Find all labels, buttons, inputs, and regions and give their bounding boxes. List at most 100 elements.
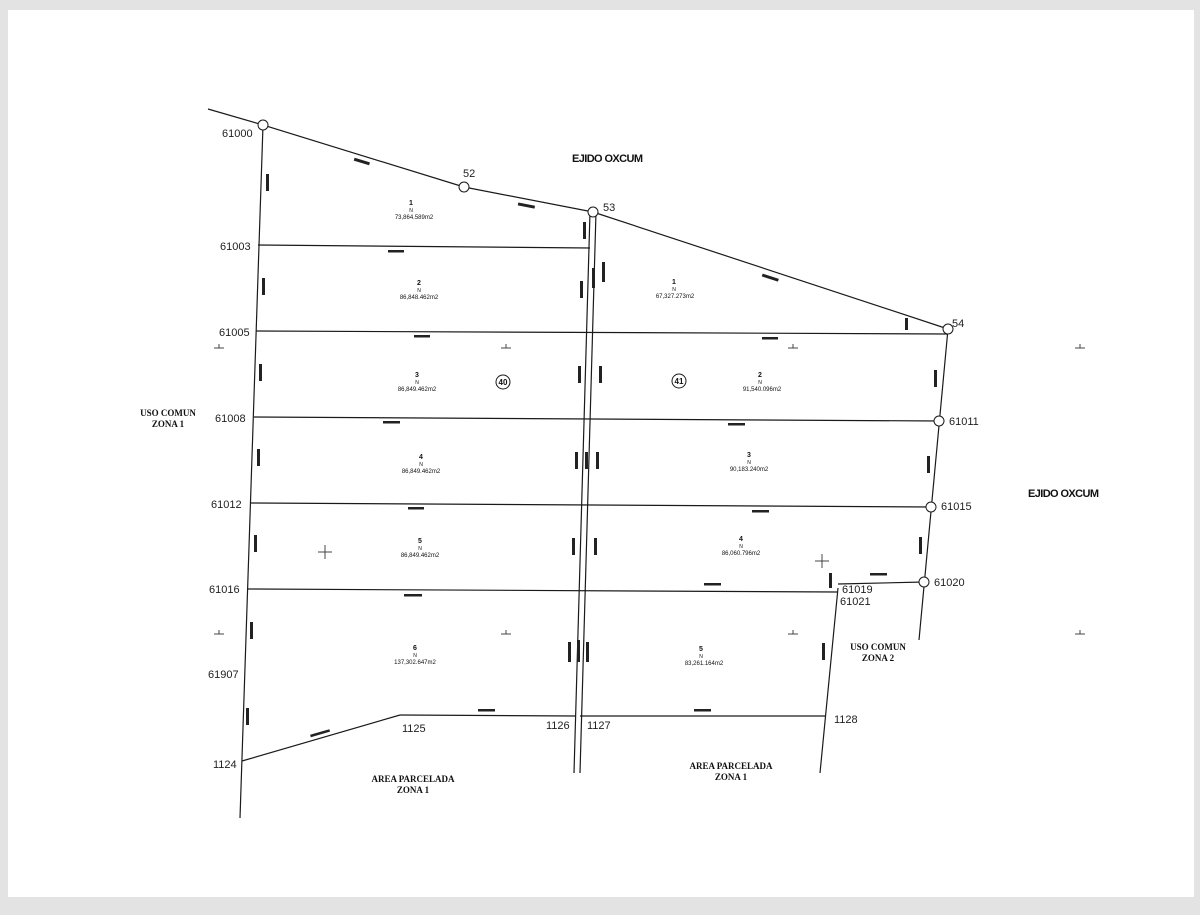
lot-area: 86,848.462m2 — [400, 295, 439, 301]
dimension-mark — [934, 370, 937, 387]
north-mark: N — [672, 287, 676, 293]
dimension-mark — [602, 262, 605, 282]
lot-area: 83,261.164m2 — [685, 661, 724, 667]
lot-number: 2 — [758, 372, 762, 379]
dimension-mark — [728, 423, 745, 426]
north-mark: N — [415, 380, 419, 386]
grid-tick — [1075, 630, 1085, 635]
uso-comun-zona-2-line1: USO COMUN — [850, 642, 906, 652]
lot-area: 91,540.096m2 — [743, 387, 782, 393]
area-parcelada-right-line2: ZONA 1 — [715, 772, 748, 782]
dimension-mark — [927, 456, 930, 473]
grid-marks — [214, 344, 1085, 635]
dimension-mark — [752, 510, 769, 513]
lot-label: 1 N 73,864.589m2 — [395, 200, 434, 221]
block-40-circle — [495, 374, 511, 390]
lot-label: 4 N 86,849.462m2 — [402, 454, 441, 475]
north-mark: N — [417, 288, 421, 294]
block-markers: 40 41 — [495, 373, 687, 390]
grid-tick — [214, 630, 224, 635]
north-boundary-52-53 — [463, 186, 594, 213]
point-label: 61011 — [949, 416, 979, 428]
point-labels: 61000 52 53 54 61003 61005 61008 61011 6… — [208, 128, 979, 771]
dimension-mark — [254, 535, 257, 552]
block-40-label: 40 — [499, 378, 508, 387]
vertex-53 — [587, 206, 599, 218]
dimension-mark — [404, 594, 422, 597]
lot-area: 86,060.796m2 — [722, 551, 761, 557]
point-label: 61020 — [934, 577, 965, 589]
dimension-mark — [353, 157, 370, 166]
vertex-61000 — [257, 119, 269, 131]
vertex-61011 — [933, 415, 945, 427]
point-label: 52 — [463, 168, 475, 180]
dimension-mark — [572, 538, 575, 555]
north-mark: N — [747, 460, 751, 466]
north-mark: N — [409, 208, 413, 214]
division-61008 — [253, 416, 940, 422]
lot-number: 5 — [699, 646, 703, 653]
dimension-mark — [577, 640, 580, 662]
dimension-mark — [580, 281, 583, 298]
dimension-mark — [575, 452, 578, 469]
region-titles: EJIDO OXCUM EJIDO OXCUM USO COMUN ZONA 1… — [140, 153, 1099, 795]
north-mark: N — [758, 380, 762, 386]
lot-label: 2 N 86,848.462m2 — [400, 280, 439, 301]
uso-comun-2-north-edge — [837, 581, 925, 585]
cross-mark — [815, 554, 829, 568]
lot-label: 1 N 67,327.273m2 — [656, 279, 695, 300]
uso-comun-zona-1-line1: USO COMUN — [140, 408, 196, 418]
point-label: 61000 — [222, 128, 253, 140]
point-label: 61008 — [215, 413, 246, 425]
lot-label: 5 N 86,849.462m2 — [401, 538, 440, 559]
uso-comun-zona-1-line2: ZONA 1 — [152, 419, 185, 429]
point-label: 61907 — [208, 669, 239, 681]
lot-area: 86,849.462m2 — [401, 553, 440, 559]
point-label: 61012 — [211, 499, 242, 511]
grid-tick — [214, 344, 224, 349]
lot-number: 4 — [739, 536, 743, 543]
point-label: 61021 — [840, 596, 871, 608]
cross-mark — [318, 545, 332, 559]
dimension-mark — [596, 452, 599, 469]
north-mark: N — [739, 544, 743, 550]
point-label: 1126 — [546, 720, 570, 732]
vertex-markers — [257, 119, 954, 588]
west-boundary — [239, 124, 264, 819]
division-61016 — [247, 588, 839, 593]
lot-label: 6 N 137,302.647m2 — [394, 645, 436, 666]
east-road-edge — [819, 587, 839, 774]
north-mark: N — [699, 654, 703, 660]
dimension-mark — [478, 709, 495, 712]
dimension-mark — [250, 622, 253, 639]
dimension-mark — [568, 642, 571, 662]
lot-area: 73,864.589m2 — [395, 215, 434, 221]
drawing-sheet: 61000 52 53 54 61003 61005 61008 61011 6… — [8, 10, 1194, 897]
dimension-mark — [388, 250, 404, 253]
point-label: 61016 — [209, 584, 240, 596]
central-road-left-edge — [573, 211, 591, 774]
division-61003 — [257, 244, 591, 249]
dimension-mark — [599, 366, 602, 383]
dimension-mark — [704, 583, 721, 586]
point-label: 53 — [603, 202, 615, 214]
lot-label: 3 N 90,183.240m2 — [730, 452, 769, 473]
lots-block-40: 1 N 73,864.589m2 2 N 86,848.462m2 3 N 86… — [394, 200, 441, 666]
dimension-mark — [592, 268, 595, 288]
point-label: 61005 — [219, 327, 250, 339]
lot-label: 3 N 86,849.462m2 — [398, 372, 437, 393]
dimension-marks — [246, 157, 937, 738]
lot-area: 67,327.273m2 — [656, 294, 695, 300]
lot-number: 4 — [419, 454, 423, 461]
east-boundary — [918, 328, 949, 641]
dimension-mark — [870, 573, 887, 576]
lot-number: 3 — [415, 372, 419, 379]
dimension-mark — [822, 643, 825, 660]
north-boundary-53-54 — [592, 211, 949, 330]
block-41-label: 41 — [675, 377, 684, 386]
dimension-mark — [266, 174, 269, 191]
dimension-mark — [761, 273, 779, 282]
area-parcelada-right-line1: AREA PARCELADA — [689, 761, 773, 771]
south-boundary-1124-1125 — [241, 714, 401, 762]
dimension-mark — [829, 573, 832, 588]
